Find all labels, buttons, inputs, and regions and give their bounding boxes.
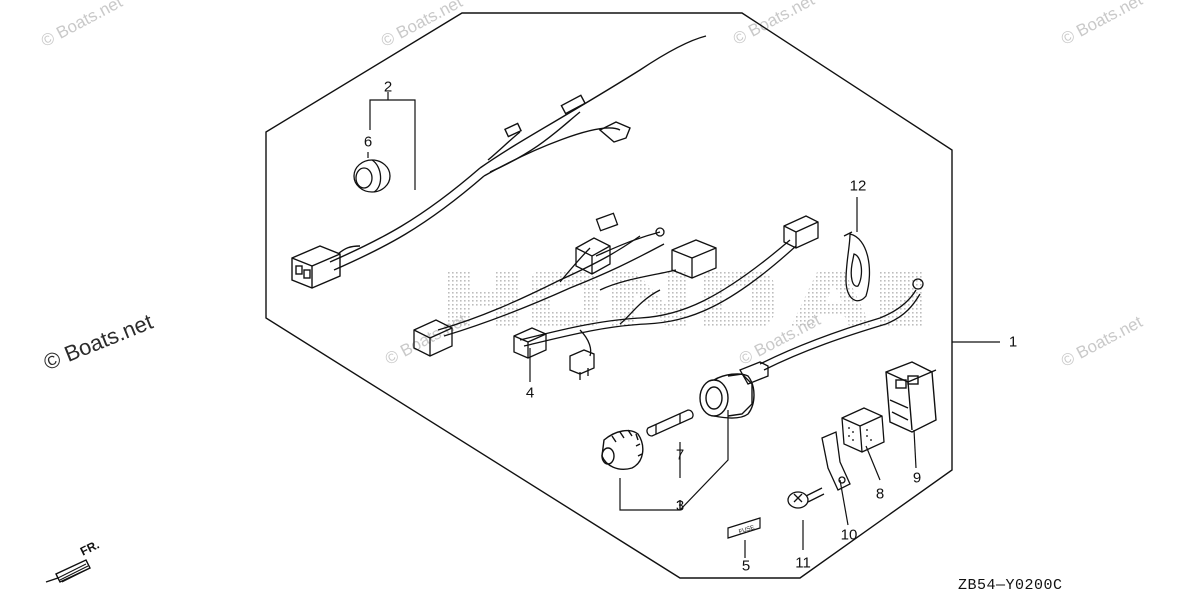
socket-cable — [739, 278, 924, 385]
callout-6: 6 — [363, 133, 373, 151]
callout-10: 10 — [840, 526, 858, 544]
sub-harness — [413, 212, 819, 380]
callout-2: 2 — [383, 78, 393, 96]
callout-3: 3 — [675, 497, 685, 515]
mounting-bracket — [821, 431, 851, 491]
main-harness — [291, 35, 707, 289]
callout-12: 12 — [849, 177, 867, 195]
callout-5: 5 — [741, 557, 751, 575]
connector-cover — [885, 361, 937, 433]
grommet — [353, 159, 391, 193]
front-direction-arrow-icon — [45, 559, 91, 583]
callout-1: 1 — [1008, 333, 1018, 351]
bolt — [787, 487, 825, 509]
callout-9: 9 — [912, 469, 922, 487]
kit-outline — [265, 12, 953, 579]
callout-7: 7 — [675, 446, 685, 464]
callout-4: 4 — [525, 384, 535, 402]
diagram-code: ZB54—Y0200C — [958, 577, 1063, 594]
fuse-holder — [601, 373, 755, 470]
callout-11: 11 — [795, 554, 811, 572]
callout-8: 8 — [875, 485, 885, 503]
cable-clamp — [843, 231, 871, 302]
leader-lines — [367, 92, 1000, 558]
fuse-label-text: FUSE — [738, 525, 755, 536]
fuse — [646, 409, 694, 437]
rubber-boot — [841, 407, 885, 453]
fuse-label: FUSE — [727, 517, 761, 539]
